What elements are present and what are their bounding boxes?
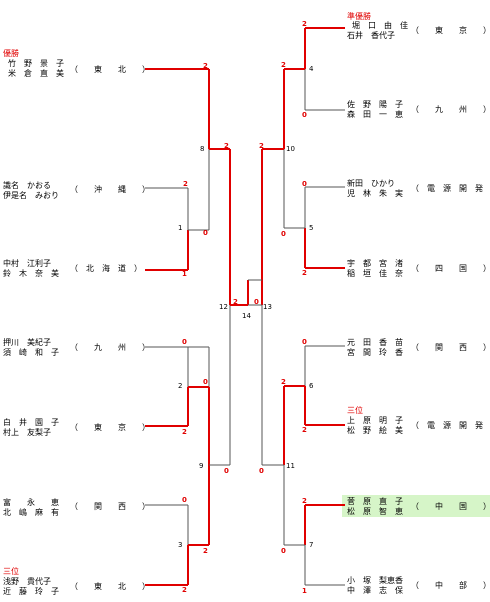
score-r-r1-4b: 1 bbox=[302, 587, 307, 595]
right-entry-2-p2: 森 田 一 恵 bbox=[347, 110, 403, 119]
match-number-4: 4 bbox=[309, 65, 314, 73]
left-entry-1-region: （ 東 北 ） bbox=[70, 65, 150, 74]
score-r-qf1-bottom: 0 bbox=[281, 230, 286, 238]
left-title-1: 優勝 bbox=[3, 49, 19, 58]
score-l-qf2-bottom: 2 bbox=[203, 547, 208, 555]
left-entry-2-p2: 伊是名 みおり bbox=[3, 191, 59, 200]
left-entry-2-p1: 識名 かおる bbox=[3, 181, 51, 190]
right-entry-6-region: （ 電 源 開 発 ） bbox=[411, 421, 490, 430]
left-entry-1-p2: 米 倉 直 美 bbox=[8, 69, 64, 78]
score-l-r1-1a: 2 bbox=[183, 180, 188, 188]
match-number-5: 5 bbox=[309, 224, 313, 232]
right-entry-6-p1: 上 原 明 子 bbox=[347, 416, 403, 425]
left-entry-6-p2: 北 嶋 麻 有 bbox=[3, 508, 59, 517]
right-entry-2-region: （ 九 州 ） bbox=[411, 105, 490, 114]
right-entry-7-region: （ 中 国 ） bbox=[411, 502, 490, 511]
right-entry-1-region: （ 東 京 ） bbox=[411, 26, 490, 35]
score-r-qf2-bottom: 0 bbox=[281, 547, 286, 555]
left-entry-5-p1: 白 井 園 子 bbox=[3, 418, 59, 427]
score-r-r1-3b: 2 bbox=[302, 426, 307, 434]
left-entry-2-region: （ 沖 縄 ） bbox=[70, 185, 150, 194]
left-entry-7-p1: 浅野 貴代子 bbox=[3, 577, 51, 586]
score-l-r1-2a: 0 bbox=[182, 338, 187, 346]
right-entry-7-p2: 松 原 智 恵 bbox=[347, 507, 403, 516]
right-entry-1-p2: 石井 香代子 bbox=[347, 31, 395, 40]
right-entry-8-p1: 小 塚 梨恵香 bbox=[347, 576, 403, 585]
score-l-sf-top: 2 bbox=[224, 142, 229, 150]
score-l-qf2-top: 0 bbox=[203, 378, 208, 386]
score-l-r1-2b: 2 bbox=[182, 428, 187, 436]
left-entry-7-p2: 近 藤 玲 子 bbox=[3, 587, 59, 596]
match-number-10: 10 bbox=[286, 145, 295, 153]
score-l-qf1-top: 2 bbox=[203, 62, 208, 70]
match-number-7: 7 bbox=[309, 541, 313, 549]
score-r-r1-1a: 2 bbox=[302, 20, 307, 28]
match-number-13: 13 bbox=[263, 303, 272, 311]
right-entry-5-p1: 元 田 香 苗 bbox=[347, 338, 403, 347]
score-l-r1-3a: 0 bbox=[182, 496, 187, 504]
left-entry-4-p2: 須 崎 和 子 bbox=[3, 348, 59, 357]
right-entry-3-p2: 児 林 朱 実 bbox=[347, 189, 403, 198]
match-number-12: 12 bbox=[219, 303, 228, 311]
score-r-qf1-top: 2 bbox=[281, 61, 286, 69]
score-final-left: 2 bbox=[233, 298, 238, 306]
match-number-2: 2 bbox=[178, 382, 182, 390]
match-number-6: 6 bbox=[309, 382, 314, 390]
score-r-r1-4a: 2 bbox=[302, 497, 307, 505]
right-entry-5-region: （ 関 西 ） bbox=[411, 343, 490, 352]
score-r-sf-bottom: 0 bbox=[259, 467, 264, 475]
right-entry-4-p2: 稲 垣 佳 奈 bbox=[347, 269, 403, 278]
left-entry-5-region: （ 東 京 ） bbox=[70, 423, 150, 432]
score-l-qf1-bottom: 0 bbox=[203, 229, 208, 237]
left-entry-7-region: （ 東 北 ） bbox=[70, 582, 150, 591]
right-title-1: 準優勝 bbox=[347, 12, 371, 21]
match-number-14: 14 bbox=[242, 312, 251, 320]
right-entry-6-p2: 松 野 絵 美 bbox=[347, 426, 403, 435]
right-entry-3-region: （ 電 源 開 発 ） bbox=[411, 184, 490, 193]
match-number-1: 1 bbox=[178, 224, 182, 232]
score-r-r1-2b: 2 bbox=[302, 269, 307, 277]
match-number-3: 3 bbox=[178, 541, 182, 549]
left-title-7: 三位 bbox=[3, 567, 19, 576]
right-title-6: 三位 bbox=[347, 406, 363, 415]
match-number-8: 8 bbox=[200, 145, 204, 153]
right-entry-8-p2: 中 澤 志 保 bbox=[347, 586, 403, 595]
score-l-r1-1b: 1 bbox=[182, 270, 187, 278]
right-entry-2-p1: 佐 野 陽 子 bbox=[347, 100, 403, 109]
match-number-9: 9 bbox=[199, 462, 203, 470]
score-l-r1-3b: 2 bbox=[182, 586, 187, 594]
right-entry-4-p1: 宇 都 宮 渚 bbox=[347, 259, 403, 268]
score-r-qf2-top: 2 bbox=[281, 378, 286, 386]
left-entry-1-p1: 竹 野 景 子 bbox=[8, 59, 64, 68]
right-entry-5-p2: 宮 間 玲 香 bbox=[347, 348, 403, 357]
score-r-r1-1b: 0 bbox=[302, 111, 307, 119]
match-number-11: 11 bbox=[286, 462, 295, 470]
left-entry-5-p2: 村上 友梨子 bbox=[3, 428, 51, 437]
left-entry-3-p2: 鈴 木 奈 美 bbox=[3, 269, 59, 278]
score-l-sf-bottom: 0 bbox=[224, 467, 229, 475]
score-r-r1-3a: 0 bbox=[302, 338, 307, 346]
score-r-r1-2a: 0 bbox=[302, 180, 307, 188]
right-entry-3-p1: 新田 ひかり bbox=[347, 179, 395, 188]
right-entry-1-p1: 堀 口 由 佳 bbox=[352, 21, 408, 30]
left-entry-6-p1: 富 永 恵 bbox=[3, 498, 59, 507]
left-entry-3-region: （ 北 海 道 ） bbox=[70, 264, 142, 273]
right-entry-4-region: （ 四 国 ） bbox=[411, 264, 490, 273]
left-entry-4-p1: 押川 美紀子 bbox=[3, 338, 51, 347]
right-entry-7-p1: 菅 原 直 子 bbox=[347, 497, 403, 506]
left-entry-6-region: （ 関 西 ） bbox=[70, 502, 150, 511]
right-entry-8-region: （ 中 部 ） bbox=[411, 581, 490, 590]
score-final-right: 0 bbox=[254, 298, 259, 306]
score-r-sf-top: 2 bbox=[259, 142, 264, 150]
left-entry-4-region: （ 九 州 ） bbox=[70, 343, 150, 352]
highlight-chugoku bbox=[342, 495, 490, 517]
left-entry-3-p1: 中村 江利子 bbox=[3, 259, 51, 268]
